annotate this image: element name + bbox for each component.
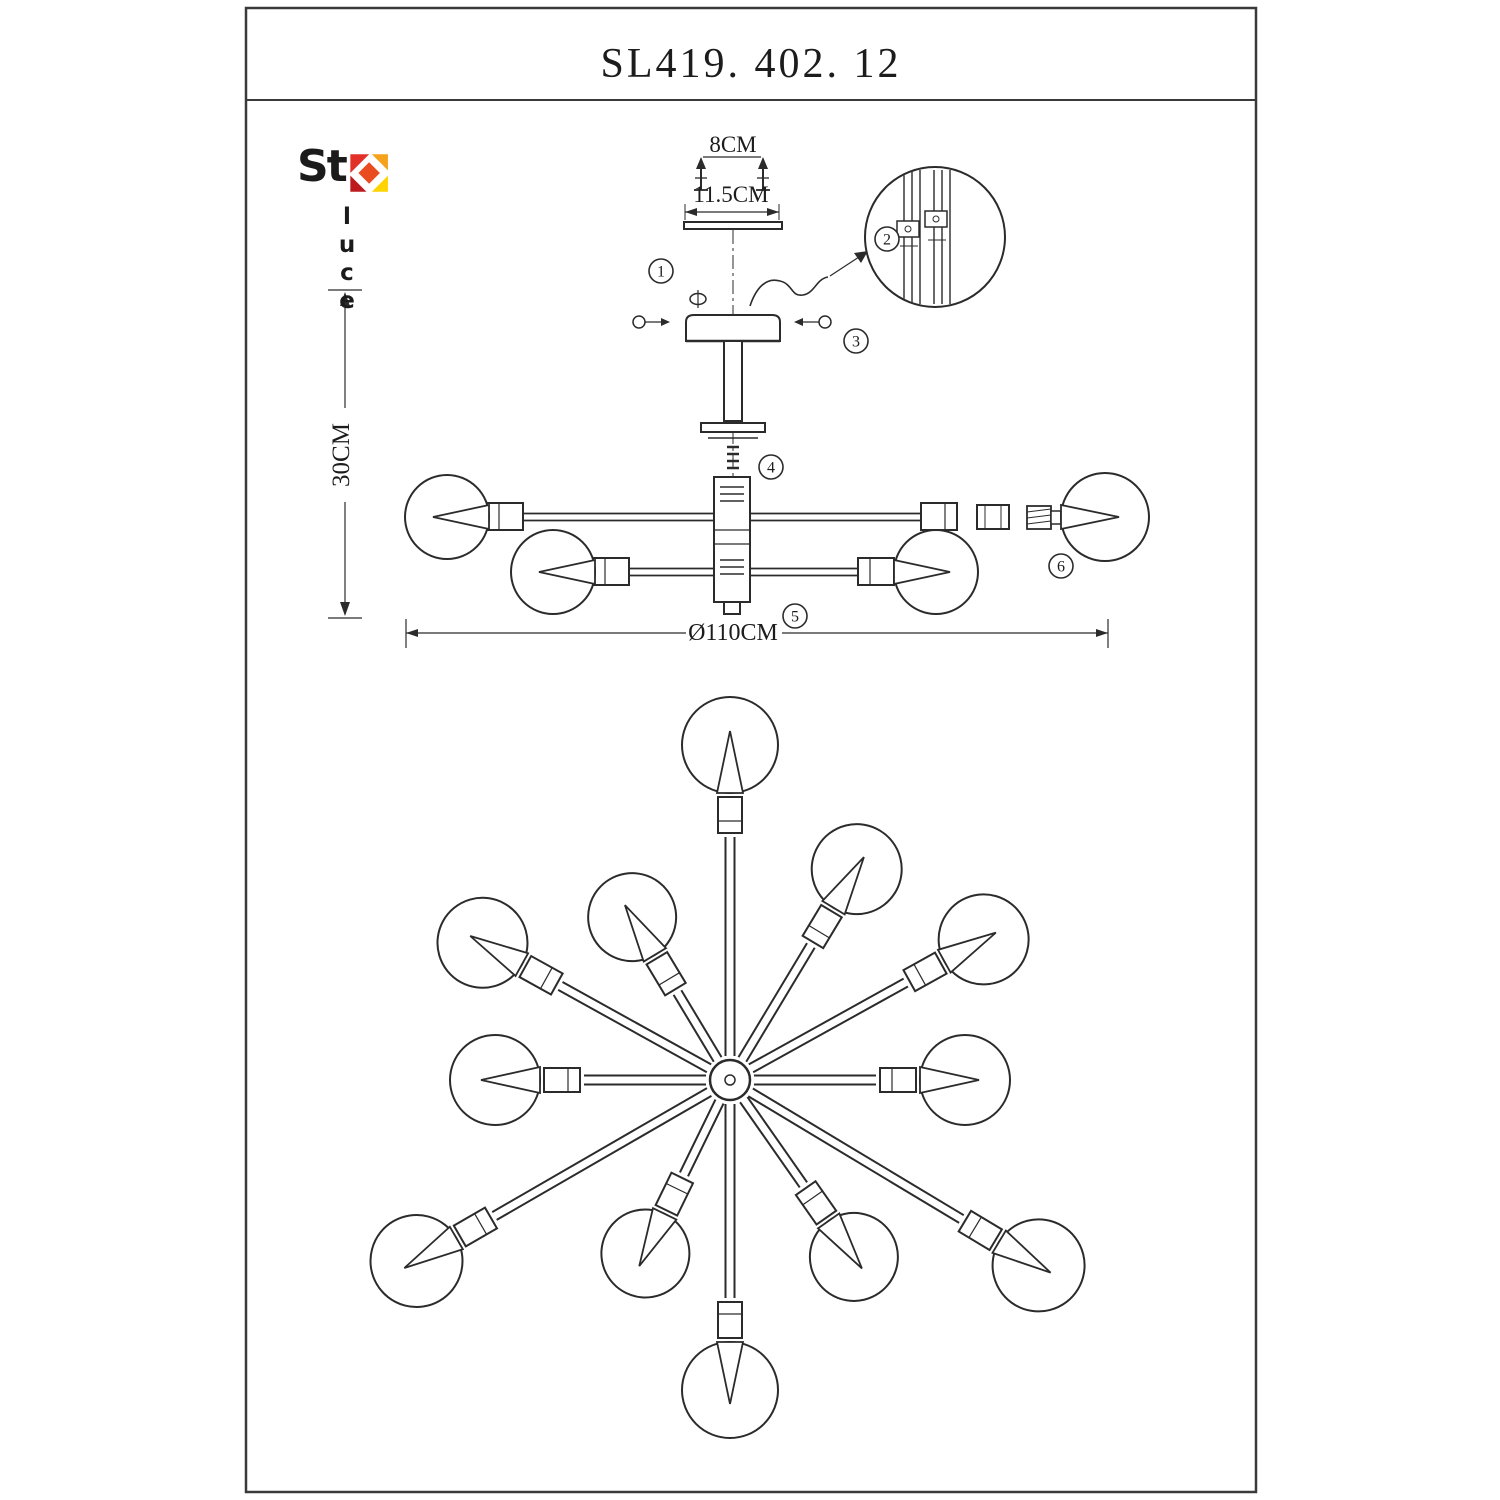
socket [902, 951, 948, 993]
socket [486, 502, 524, 531]
dimension-8cm-label: 8CM [709, 132, 756, 157]
filament [403, 1225, 465, 1269]
arm-lower-right [750, 529, 979, 615]
socket [920, 502, 958, 531]
plan-arm-right [754, 1034, 1011, 1126]
callout-1: 1 [648, 258, 674, 284]
power-wire [749, 251, 868, 307]
canopy-side-screw-left [632, 315, 670, 329]
central-hub-side [713, 476, 751, 603]
filament [816, 1212, 863, 1270]
sheet-frame [244, 6, 1258, 1494]
callout-2-number: 2 [883, 232, 891, 249]
hub-bottom-nipple [723, 601, 741, 615]
filament [638, 1206, 678, 1267]
filament [469, 935, 530, 978]
socket [592, 557, 630, 586]
plan-arm-lower-left-outer [369, 1087, 712, 1308]
callout-5-number: 5 [791, 609, 799, 626]
filament [715, 1341, 745, 1405]
bottom-view [369, 696, 1086, 1439]
arm-upper-right-exploded [750, 472, 1150, 562]
side-view: 8CM 11.5CM [328, 132, 1150, 648]
plan-arm-lower-right-outer [747, 1087, 1086, 1313]
central-hub-plan [708, 1058, 752, 1102]
socket [543, 1067, 581, 1093]
filament [919, 1065, 980, 1095]
callout-1-number: 1 [657, 264, 665, 281]
filament [715, 730, 745, 794]
dimension-11-5cm-label: 11.5CM [693, 182, 768, 207]
callout-4-number: 4 [767, 460, 775, 477]
plan-arm-upper-right-inner [737, 823, 903, 1063]
logo-mosaic-icon [350, 154, 388, 192]
arm-upper-left [404, 474, 714, 560]
screw-base [1026, 505, 1062, 530]
canopy [685, 314, 781, 343]
filament [624, 904, 668, 963]
socket [957, 1209, 1004, 1252]
filament [1060, 503, 1120, 531]
callout-6-number: 6 [1057, 559, 1065, 576]
filament [820, 856, 865, 916]
socket [801, 903, 844, 950]
socket [857, 557, 895, 586]
dimension-110cm-label: Ø110CM [688, 620, 778, 646]
plan-arm-lower-right-inner [739, 1096, 899, 1302]
dimension-30cm: 30CM [328, 289, 362, 619]
filament [936, 931, 997, 975]
socket [879, 1067, 917, 1093]
terminal-block [924, 210, 948, 228]
socket [717, 796, 743, 834]
filament [480, 1065, 541, 1095]
socket [794, 1179, 838, 1226]
callout-5: 5 [782, 603, 808, 629]
mounting-screws [694, 157, 770, 191]
wiring-detail-circle [864, 166, 1006, 308]
arm-lower-left [510, 529, 714, 615]
callout-4: 4 [758, 454, 784, 480]
dimension-30cm-label: 30CM [328, 423, 355, 487]
logo-luce-text: luce [334, 204, 360, 316]
callout-6: 6 [1048, 553, 1074, 579]
threaded-nipple [727, 445, 739, 470]
callout-3: 3 [843, 328, 869, 354]
plan-arm-upper-right-outer [748, 893, 1030, 1074]
socket [518, 954, 565, 996]
plan-arm-upper-left-outer [436, 896, 712, 1074]
filament [538, 558, 596, 586]
plan-arm-down [681, 1104, 779, 1439]
dimension-8cm: 8CM [703, 132, 761, 158]
socket [452, 1206, 499, 1248]
plan-arm-up [681, 696, 779, 1056]
dimension-110cm: Ø110CM [405, 619, 1109, 648]
stem-tube [723, 340, 743, 422]
callout-3-number: 3 [852, 334, 860, 351]
plan-arm-left [449, 1034, 706, 1126]
callout-2: 2 [874, 226, 900, 252]
socket [717, 1301, 743, 1339]
product-code: SL419. 402. 12 [600, 41, 901, 87]
socket [645, 950, 688, 997]
filament [893, 558, 951, 586]
plan-arm-upper-left-inner [587, 872, 723, 1063]
lock-disc [700, 422, 766, 439]
logo-st-text: St [297, 141, 348, 192]
canopy-screw-top [689, 290, 707, 308]
dimension-11-5cm: 11.5CM [684, 182, 780, 220]
socket [654, 1171, 695, 1217]
socket-sleeve [976, 504, 1010, 530]
filament [432, 503, 490, 531]
mounting-bracket [683, 221, 783, 230]
filament [991, 1229, 1052, 1274]
st-luce-logo: St luce [297, 141, 389, 316]
canopy-side-screw-right [794, 315, 832, 329]
terminal-block [896, 220, 920, 238]
plan-arm-lower-left-inner [600, 1099, 725, 1299]
